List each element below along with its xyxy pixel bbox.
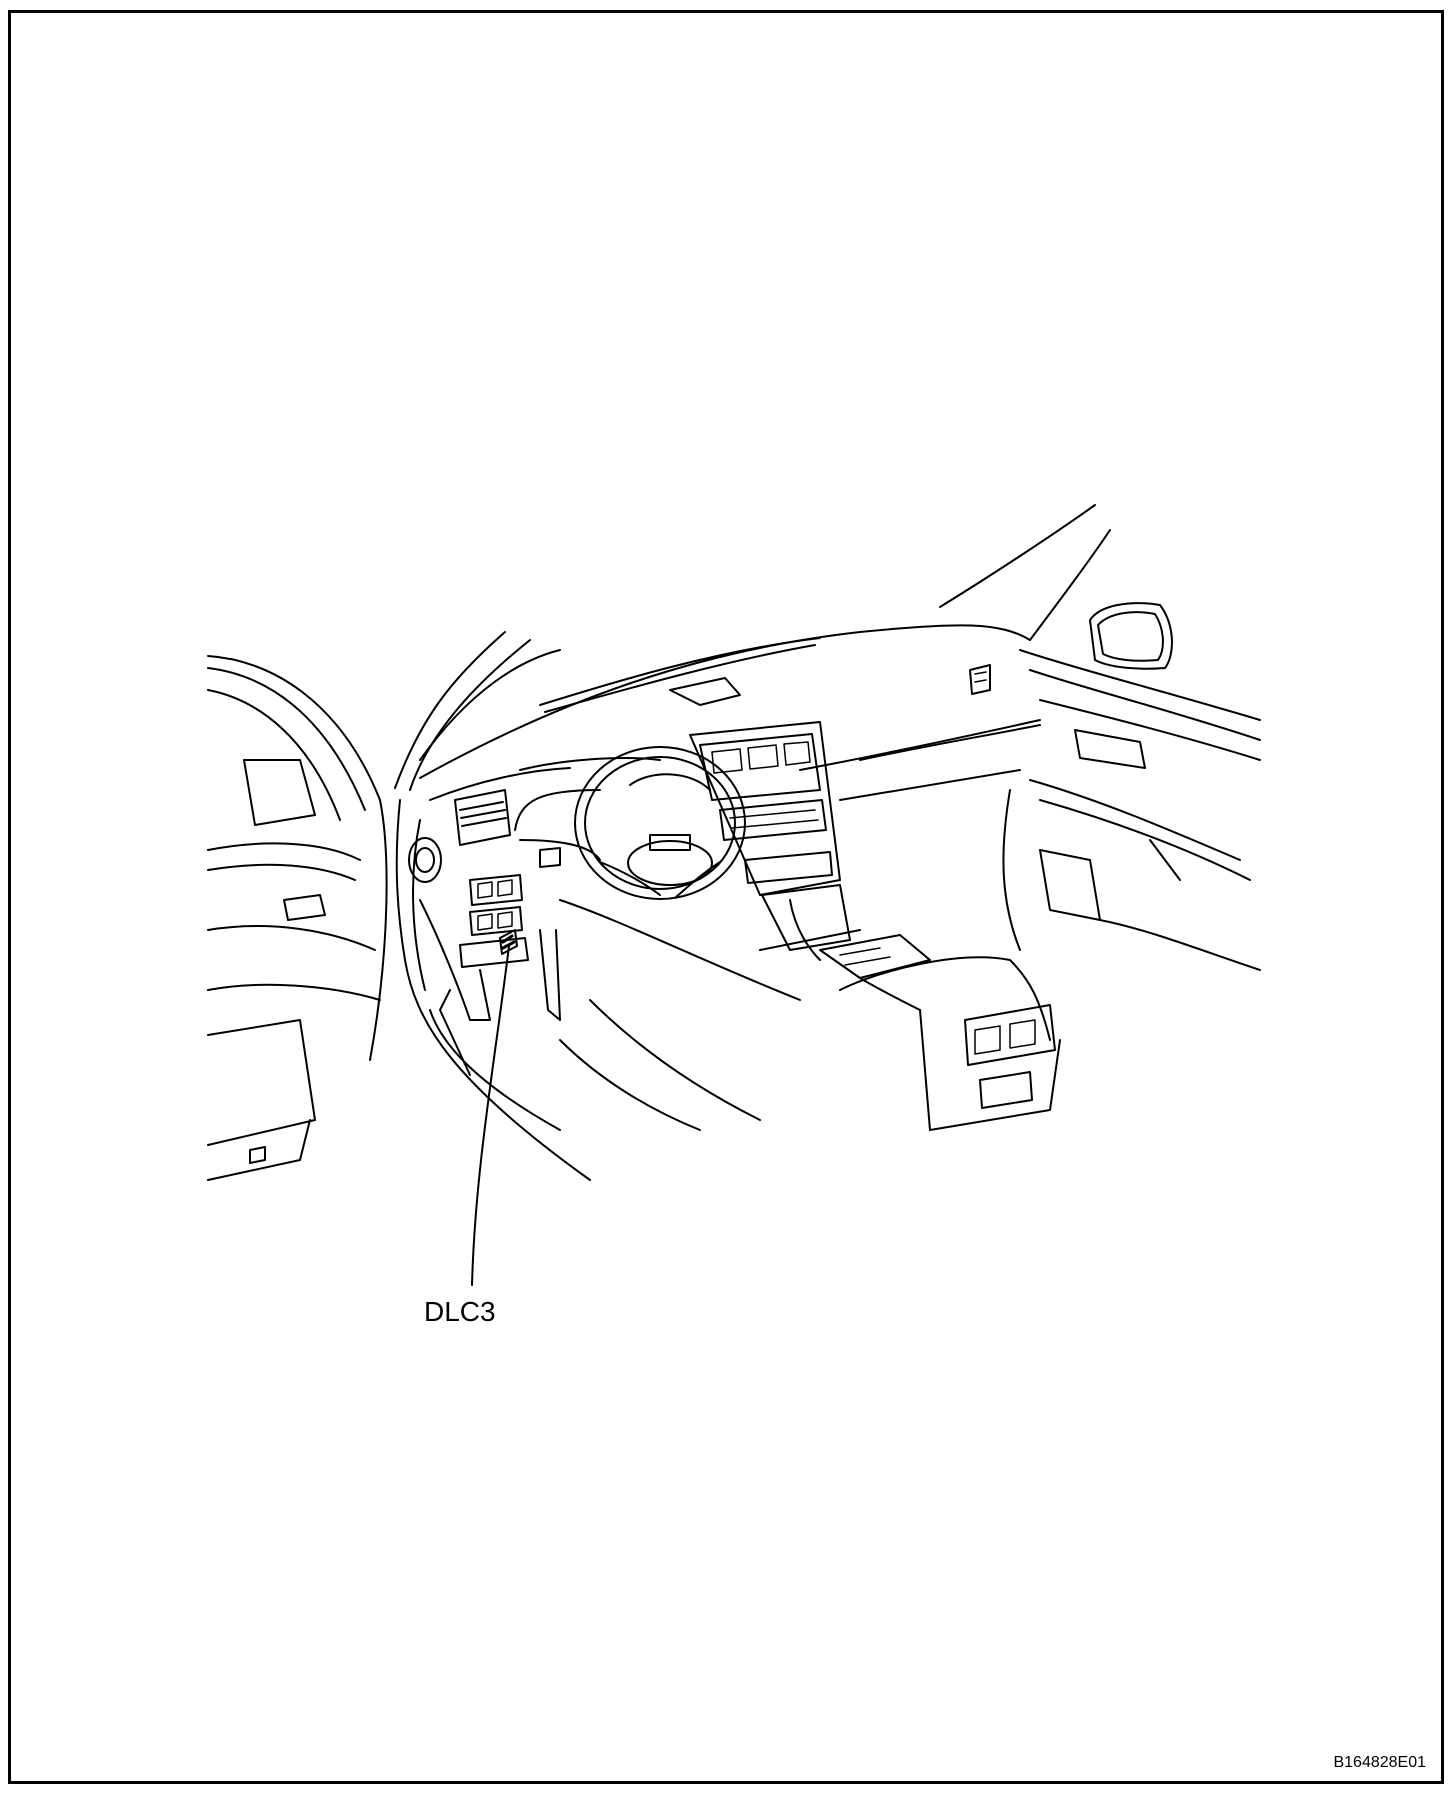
figure-frame [8,10,1444,1784]
dashboard [419,624,1041,801]
dlc3-callout-label: DLC3 [424,1296,496,1327]
dlc3-connector-icon [499,929,518,955]
leader-line [471,945,510,1286]
center-console [819,934,1061,1131]
left-sill [395,799,591,1181]
instrument-panel-left [408,789,561,1021]
floor-lines [539,899,801,1131]
left-door [207,655,388,1181]
figure-code: B164828E01 [1333,1754,1426,1771]
steering-wheel [514,746,746,900]
center-stack [689,721,861,961]
windshield-frame [394,504,1111,791]
right-door [969,602,1261,971]
